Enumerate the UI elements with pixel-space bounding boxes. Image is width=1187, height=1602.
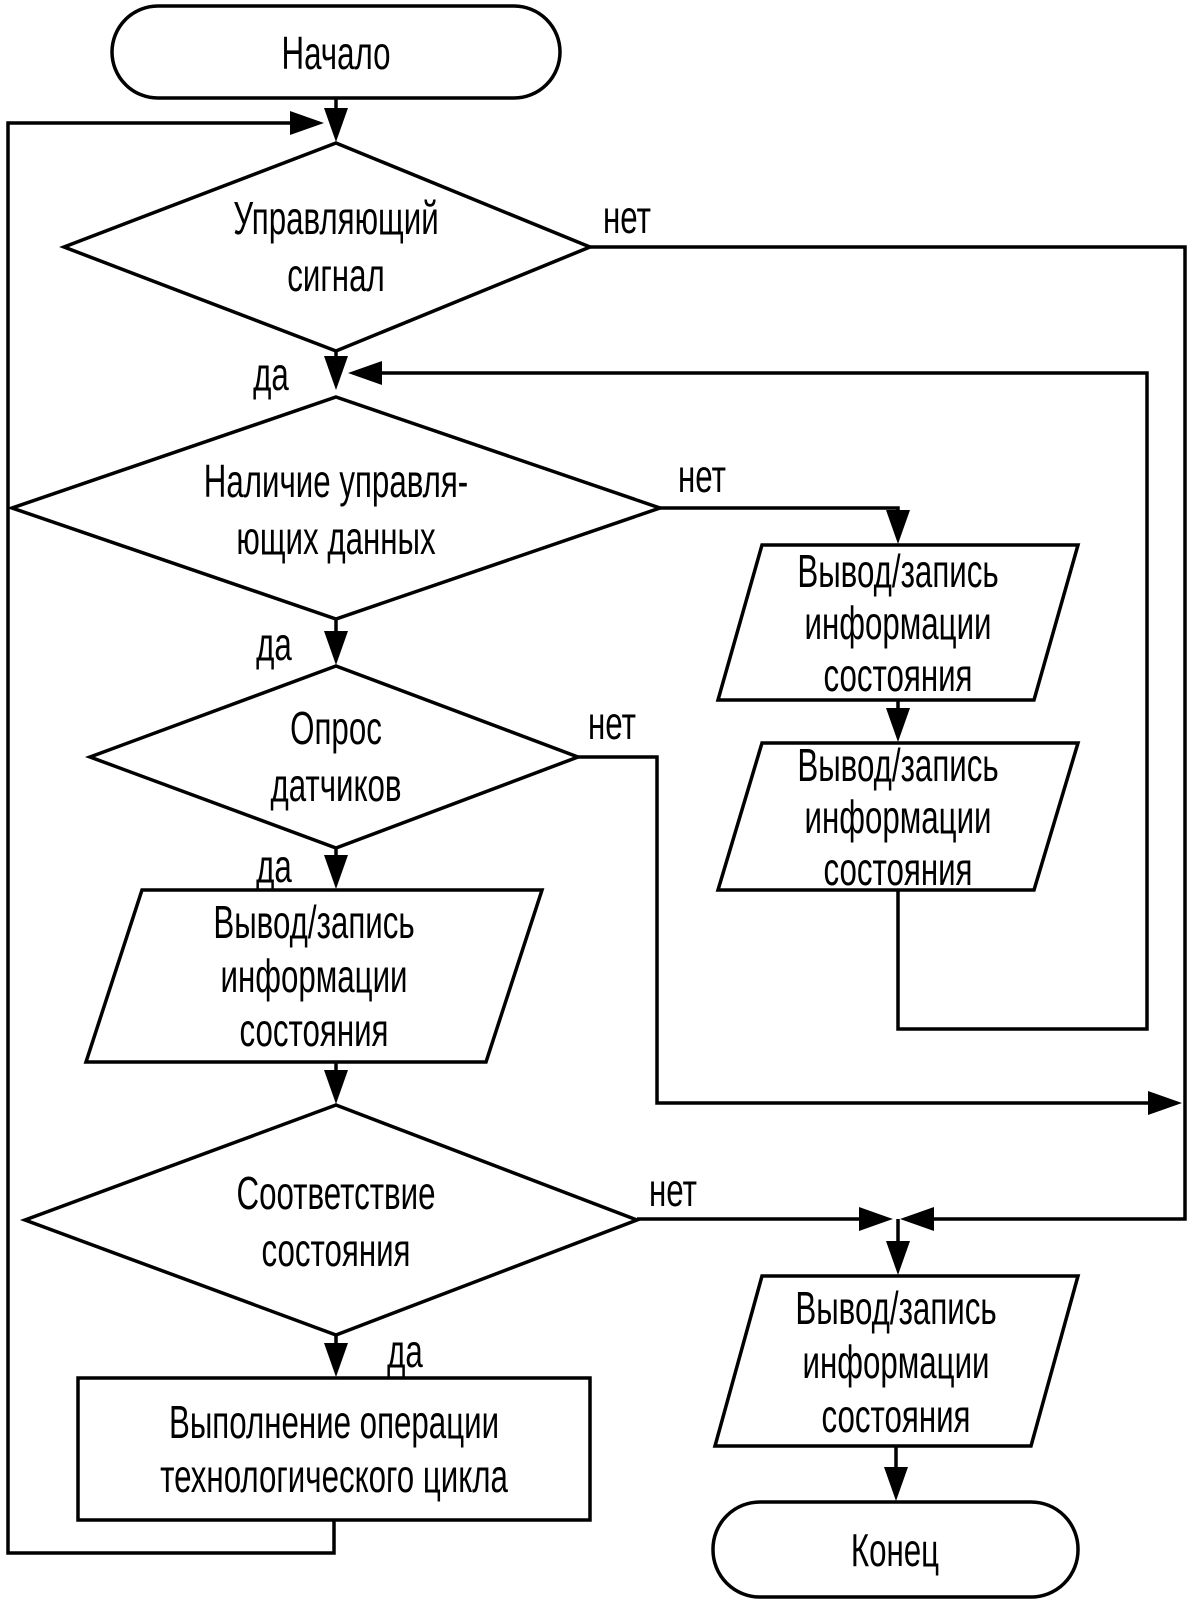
decision-sensor-poll xyxy=(84,664,583,850)
io-state-bottom xyxy=(712,1274,1081,1448)
io-state-right-1-label: Вывод/запись информации состояния xyxy=(797,546,998,701)
svg-text:ющих данных: ющих данных xyxy=(236,513,436,564)
edge-label-control-data-no: нет xyxy=(678,451,726,502)
edge-io2-feedback-to-control-data xyxy=(348,361,1149,1031)
process-tech-cycle-label: Выполнение операции технологического цик… xyxy=(160,1397,508,1502)
decision-sensor-poll-label: Опрос датчиков xyxy=(270,703,401,811)
edge-control-signal-no xyxy=(590,245,1187,1231)
io-state-left-label: Вывод/запись информации состояния xyxy=(213,897,414,1056)
svg-text:нет: нет xyxy=(603,192,651,243)
svg-text:датчиков: датчиков xyxy=(270,760,401,811)
svg-text:нет: нет xyxy=(588,698,636,749)
svg-text:состояния: состояния xyxy=(261,1225,410,1276)
edge-label-control-signal-yes: да xyxy=(253,349,289,400)
svg-text:да: да xyxy=(387,1326,423,1377)
end-terminator xyxy=(711,1500,1080,1599)
svg-text:Начало: Начало xyxy=(282,28,391,79)
svg-text:Соответствие: Соответствие xyxy=(236,1168,435,1219)
process-tech-cycle xyxy=(76,1376,592,1522)
start-label: Начало xyxy=(282,28,391,79)
svg-text:информации: информации xyxy=(804,598,991,649)
decision-state-match xyxy=(19,1103,642,1337)
svg-text:состояния: состояния xyxy=(823,844,972,895)
edge-label-state-match-yes: да xyxy=(387,1326,423,1377)
edge-label-sensor-poll-yes: да xyxy=(256,841,292,892)
svg-text:состояния: состояния xyxy=(823,650,972,701)
svg-text:да: да xyxy=(253,349,289,400)
svg-text:Управляющий: Управляющий xyxy=(233,193,438,244)
svg-text:Вывод/запись: Вывод/запись xyxy=(797,546,998,597)
svg-text:информации: информации xyxy=(804,792,991,843)
io-state-bottom-label: Вывод/запись информации состояния xyxy=(795,1283,996,1442)
svg-text:нет: нет xyxy=(678,451,726,502)
svg-text:Выполнение операции: Выполнение операции xyxy=(169,1397,499,1448)
decision-state-match-label: Соответствие состояния xyxy=(236,1168,435,1276)
edge-sensor-poll-no xyxy=(578,755,1182,1115)
svg-text:Вывод/запись: Вывод/запись xyxy=(797,740,998,791)
svg-text:состояния: состояния xyxy=(239,1005,388,1056)
edge-control-data-no xyxy=(660,506,910,544)
start-terminator xyxy=(110,4,562,100)
decision-control-signal-label: Управляющий сигнал xyxy=(233,193,438,301)
decision-control-data xyxy=(6,395,666,621)
io-state-right-1 xyxy=(715,543,1081,702)
edge-label-state-match-no: нет xyxy=(649,1165,697,1216)
svg-text:технологического цикла: технологического цикла xyxy=(160,1451,508,1502)
svg-text:Вывод/запись: Вывод/запись xyxy=(795,1283,996,1334)
svg-text:информации: информации xyxy=(220,951,407,1002)
decision-control-data-label: Наличие управля- ющих данных xyxy=(204,456,468,564)
svg-text:да: да xyxy=(256,841,292,892)
edge-label-sensor-poll-no: нет xyxy=(588,698,636,749)
edge-process-loop-to-start-junction xyxy=(6,111,336,1555)
end-label: Конец xyxy=(851,1525,939,1576)
decision-control-signal xyxy=(59,141,595,353)
svg-text:да: да xyxy=(256,619,292,670)
svg-text:нет: нет xyxy=(649,1165,697,1216)
svg-text:Наличие управля-: Наличие управля- xyxy=(204,456,468,507)
io-state-left xyxy=(83,888,545,1064)
svg-text:Конец: Конец xyxy=(851,1525,939,1576)
svg-text:информации: информации xyxy=(802,1337,989,1388)
svg-text:сигнал: сигнал xyxy=(287,250,384,301)
svg-text:состояния: состояния xyxy=(821,1391,970,1442)
io-state-right-2 xyxy=(715,741,1081,892)
svg-text:Опрос: Опрос xyxy=(290,703,382,754)
io-state-right-2-label: Вывод/запись информации состояния xyxy=(797,740,998,895)
edge-label-control-data-yes: да xyxy=(256,619,292,670)
edge-label-control-signal-no: нет xyxy=(603,192,651,243)
svg-text:Вывод/запись: Вывод/запись xyxy=(213,897,414,948)
